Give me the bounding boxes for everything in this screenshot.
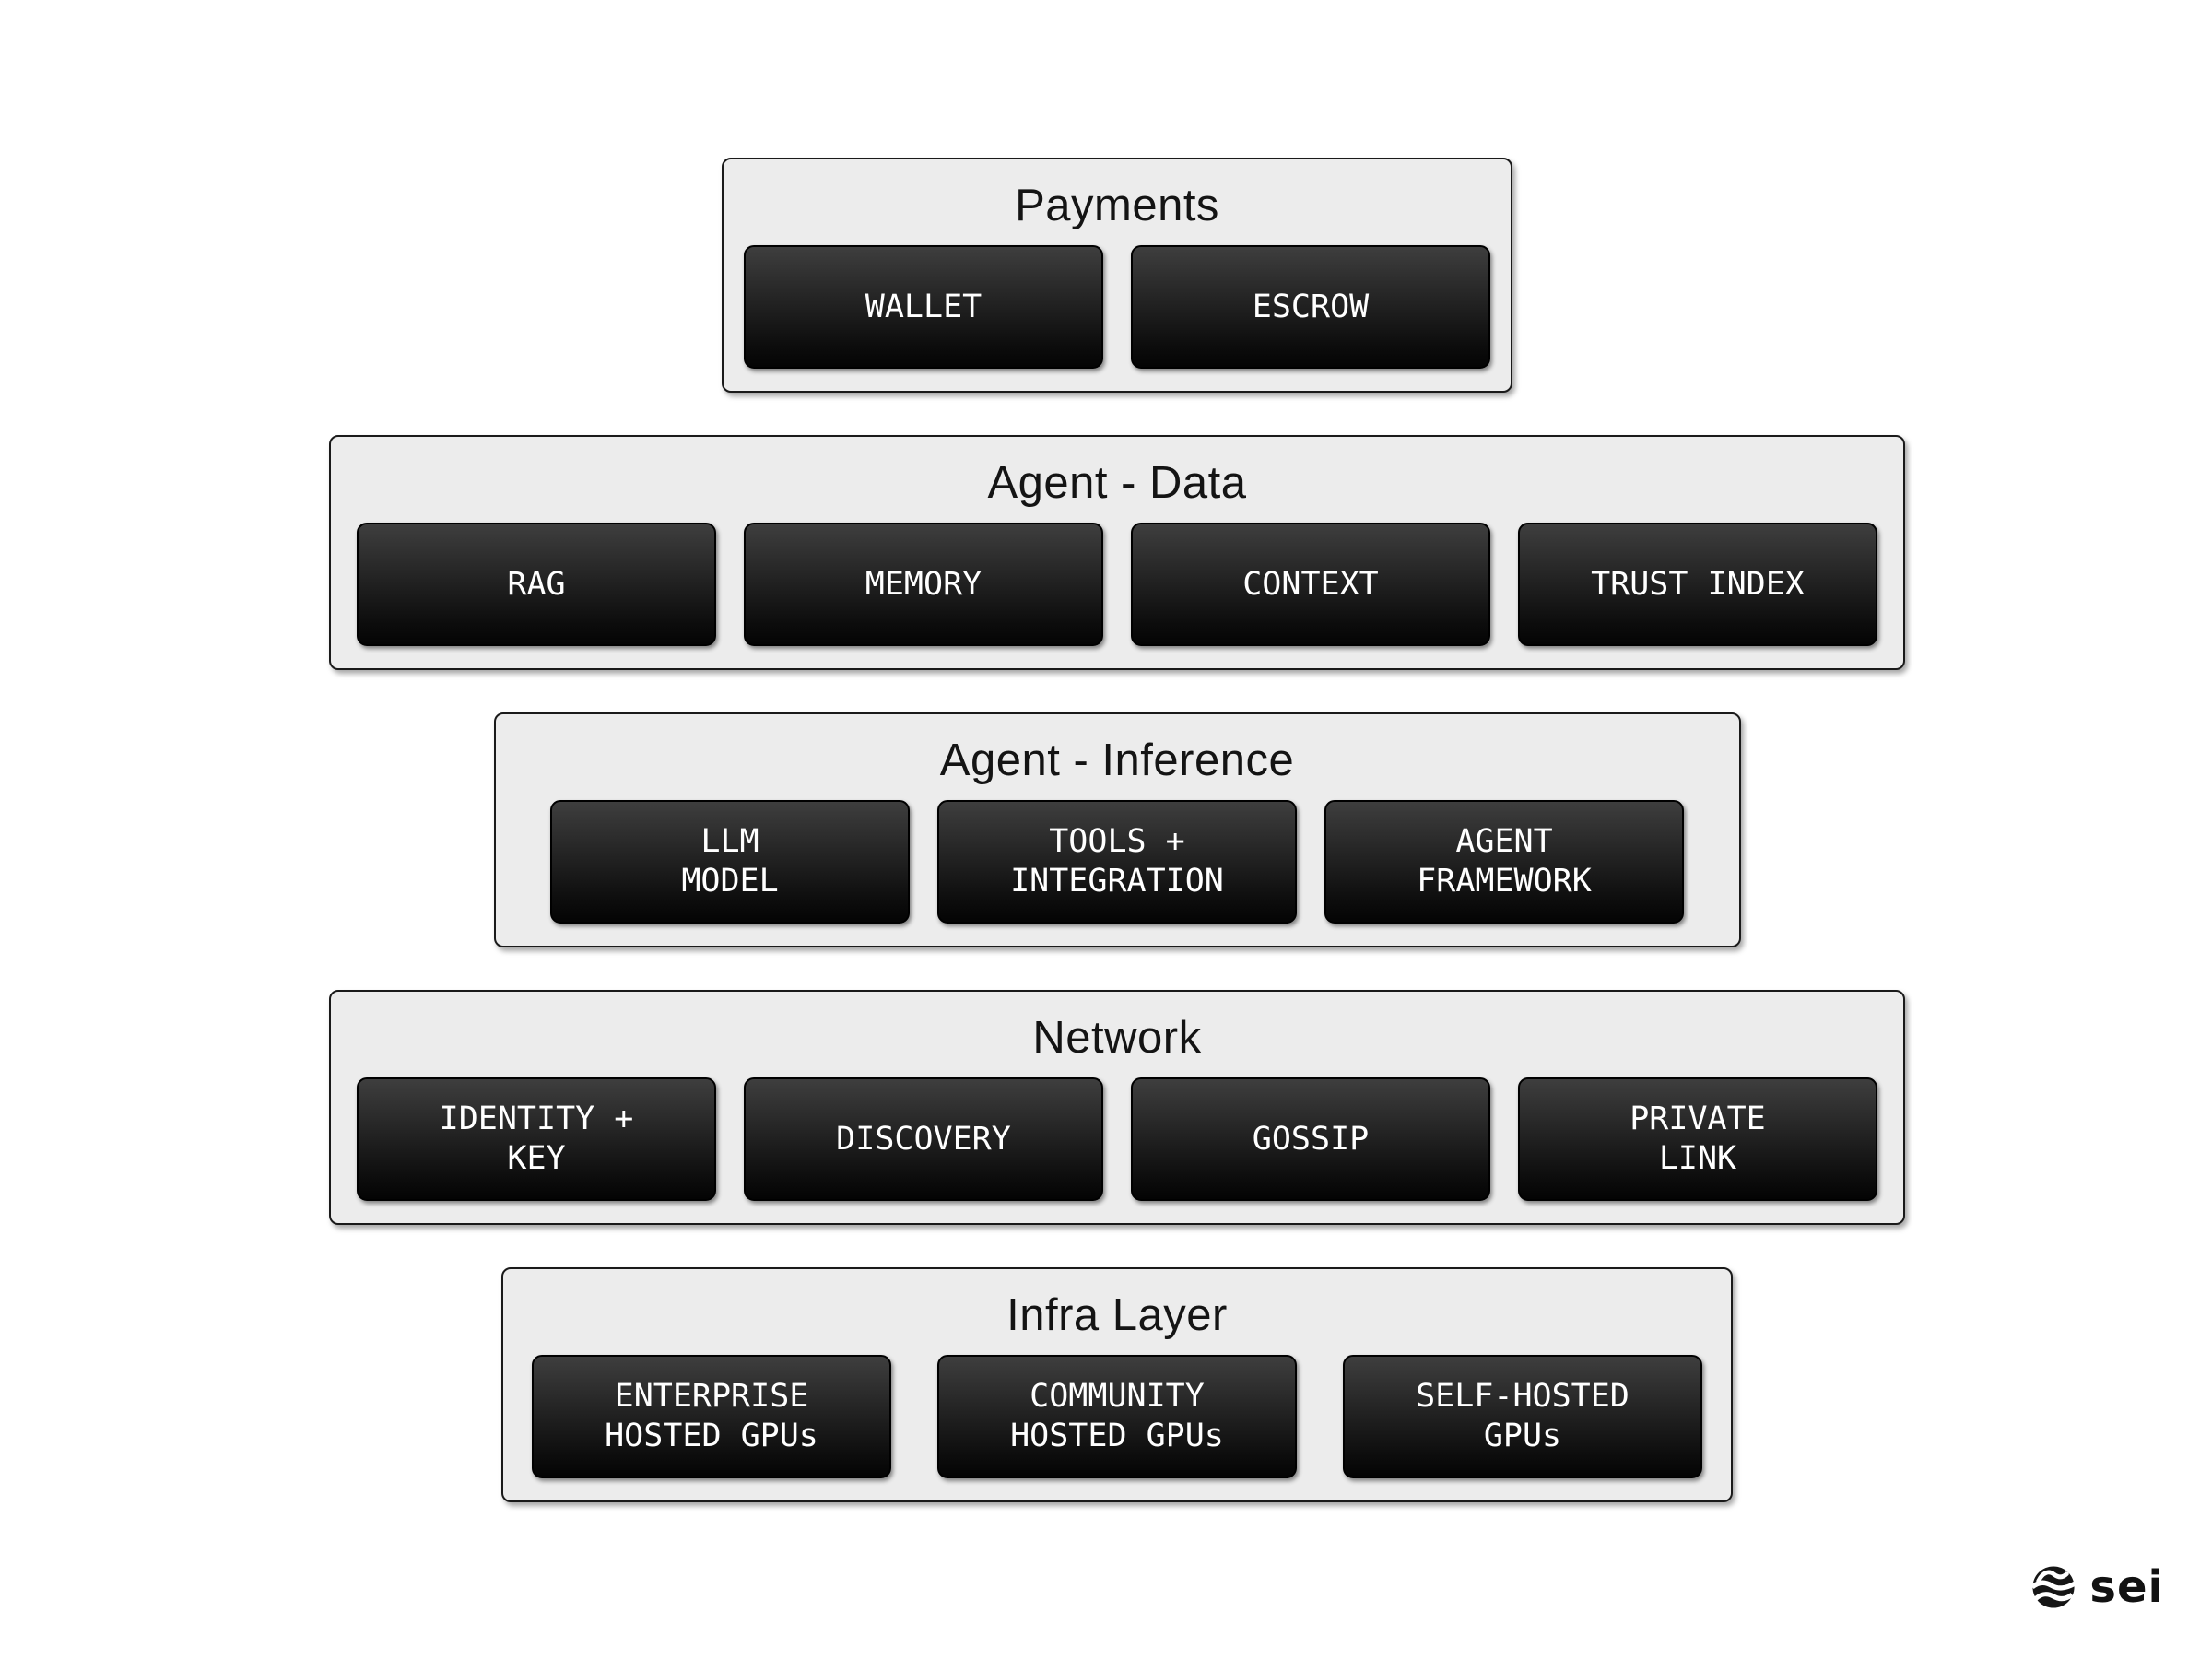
- node-discovery: DISCOVERY: [744, 1077, 1103, 1201]
- node-gossip: GOSSIP: [1131, 1077, 1490, 1201]
- brand-footer: sei: [2031, 1565, 2164, 1609]
- layer-infra-layer: Infra Layer ENTERPRISE HOSTED GPUs COMMUN…: [501, 1267, 1733, 1502]
- node-enterprise-hosted-gpus: ENTERPRISE HOSTED GPUs: [532, 1355, 891, 1478]
- node-memory: MEMORY: [744, 523, 1103, 646]
- node-agent-framework: AGENT FRAMEWORK: [1324, 800, 1684, 924]
- node-escrow: ESCROW: [1131, 245, 1490, 369]
- node-context: CONTEXT: [1131, 523, 1490, 646]
- node-self-hosted-gpus: SELF-HOSTED GPUs: [1343, 1355, 1702, 1478]
- node-private-link: PRIVATE LINK: [1518, 1077, 1877, 1201]
- node-wallet: WALLET: [744, 245, 1103, 369]
- layer-title: Network: [1032, 1013, 1202, 1063]
- layer-title: Infra Layer: [1006, 1290, 1228, 1340]
- sei-logo-icon: [2031, 1566, 2077, 1608]
- node-tools-integration: TOOLS + INTEGRATION: [937, 800, 1297, 924]
- brand-wordmark: sei: [2089, 1561, 2164, 1613]
- layer-title: Agent - Data: [987, 458, 1247, 508]
- layer-buttons-row: ENTERPRISE HOSTED GPUs COMMUNITY HOSTED G…: [532, 1355, 1702, 1478]
- layer-title: Payments: [1015, 181, 1219, 230]
- node-community-hosted-gpus: COMMUNITY HOSTED GPUs: [937, 1355, 1297, 1478]
- node-identity-key: IDENTITY + KEY: [357, 1077, 716, 1201]
- node-trust-index: TRUST INDEX: [1518, 523, 1877, 646]
- node-rag: RAG: [357, 523, 716, 646]
- node-llm-model: LLM MODEL: [550, 800, 910, 924]
- layer-title: Agent - Inference: [939, 735, 1295, 785]
